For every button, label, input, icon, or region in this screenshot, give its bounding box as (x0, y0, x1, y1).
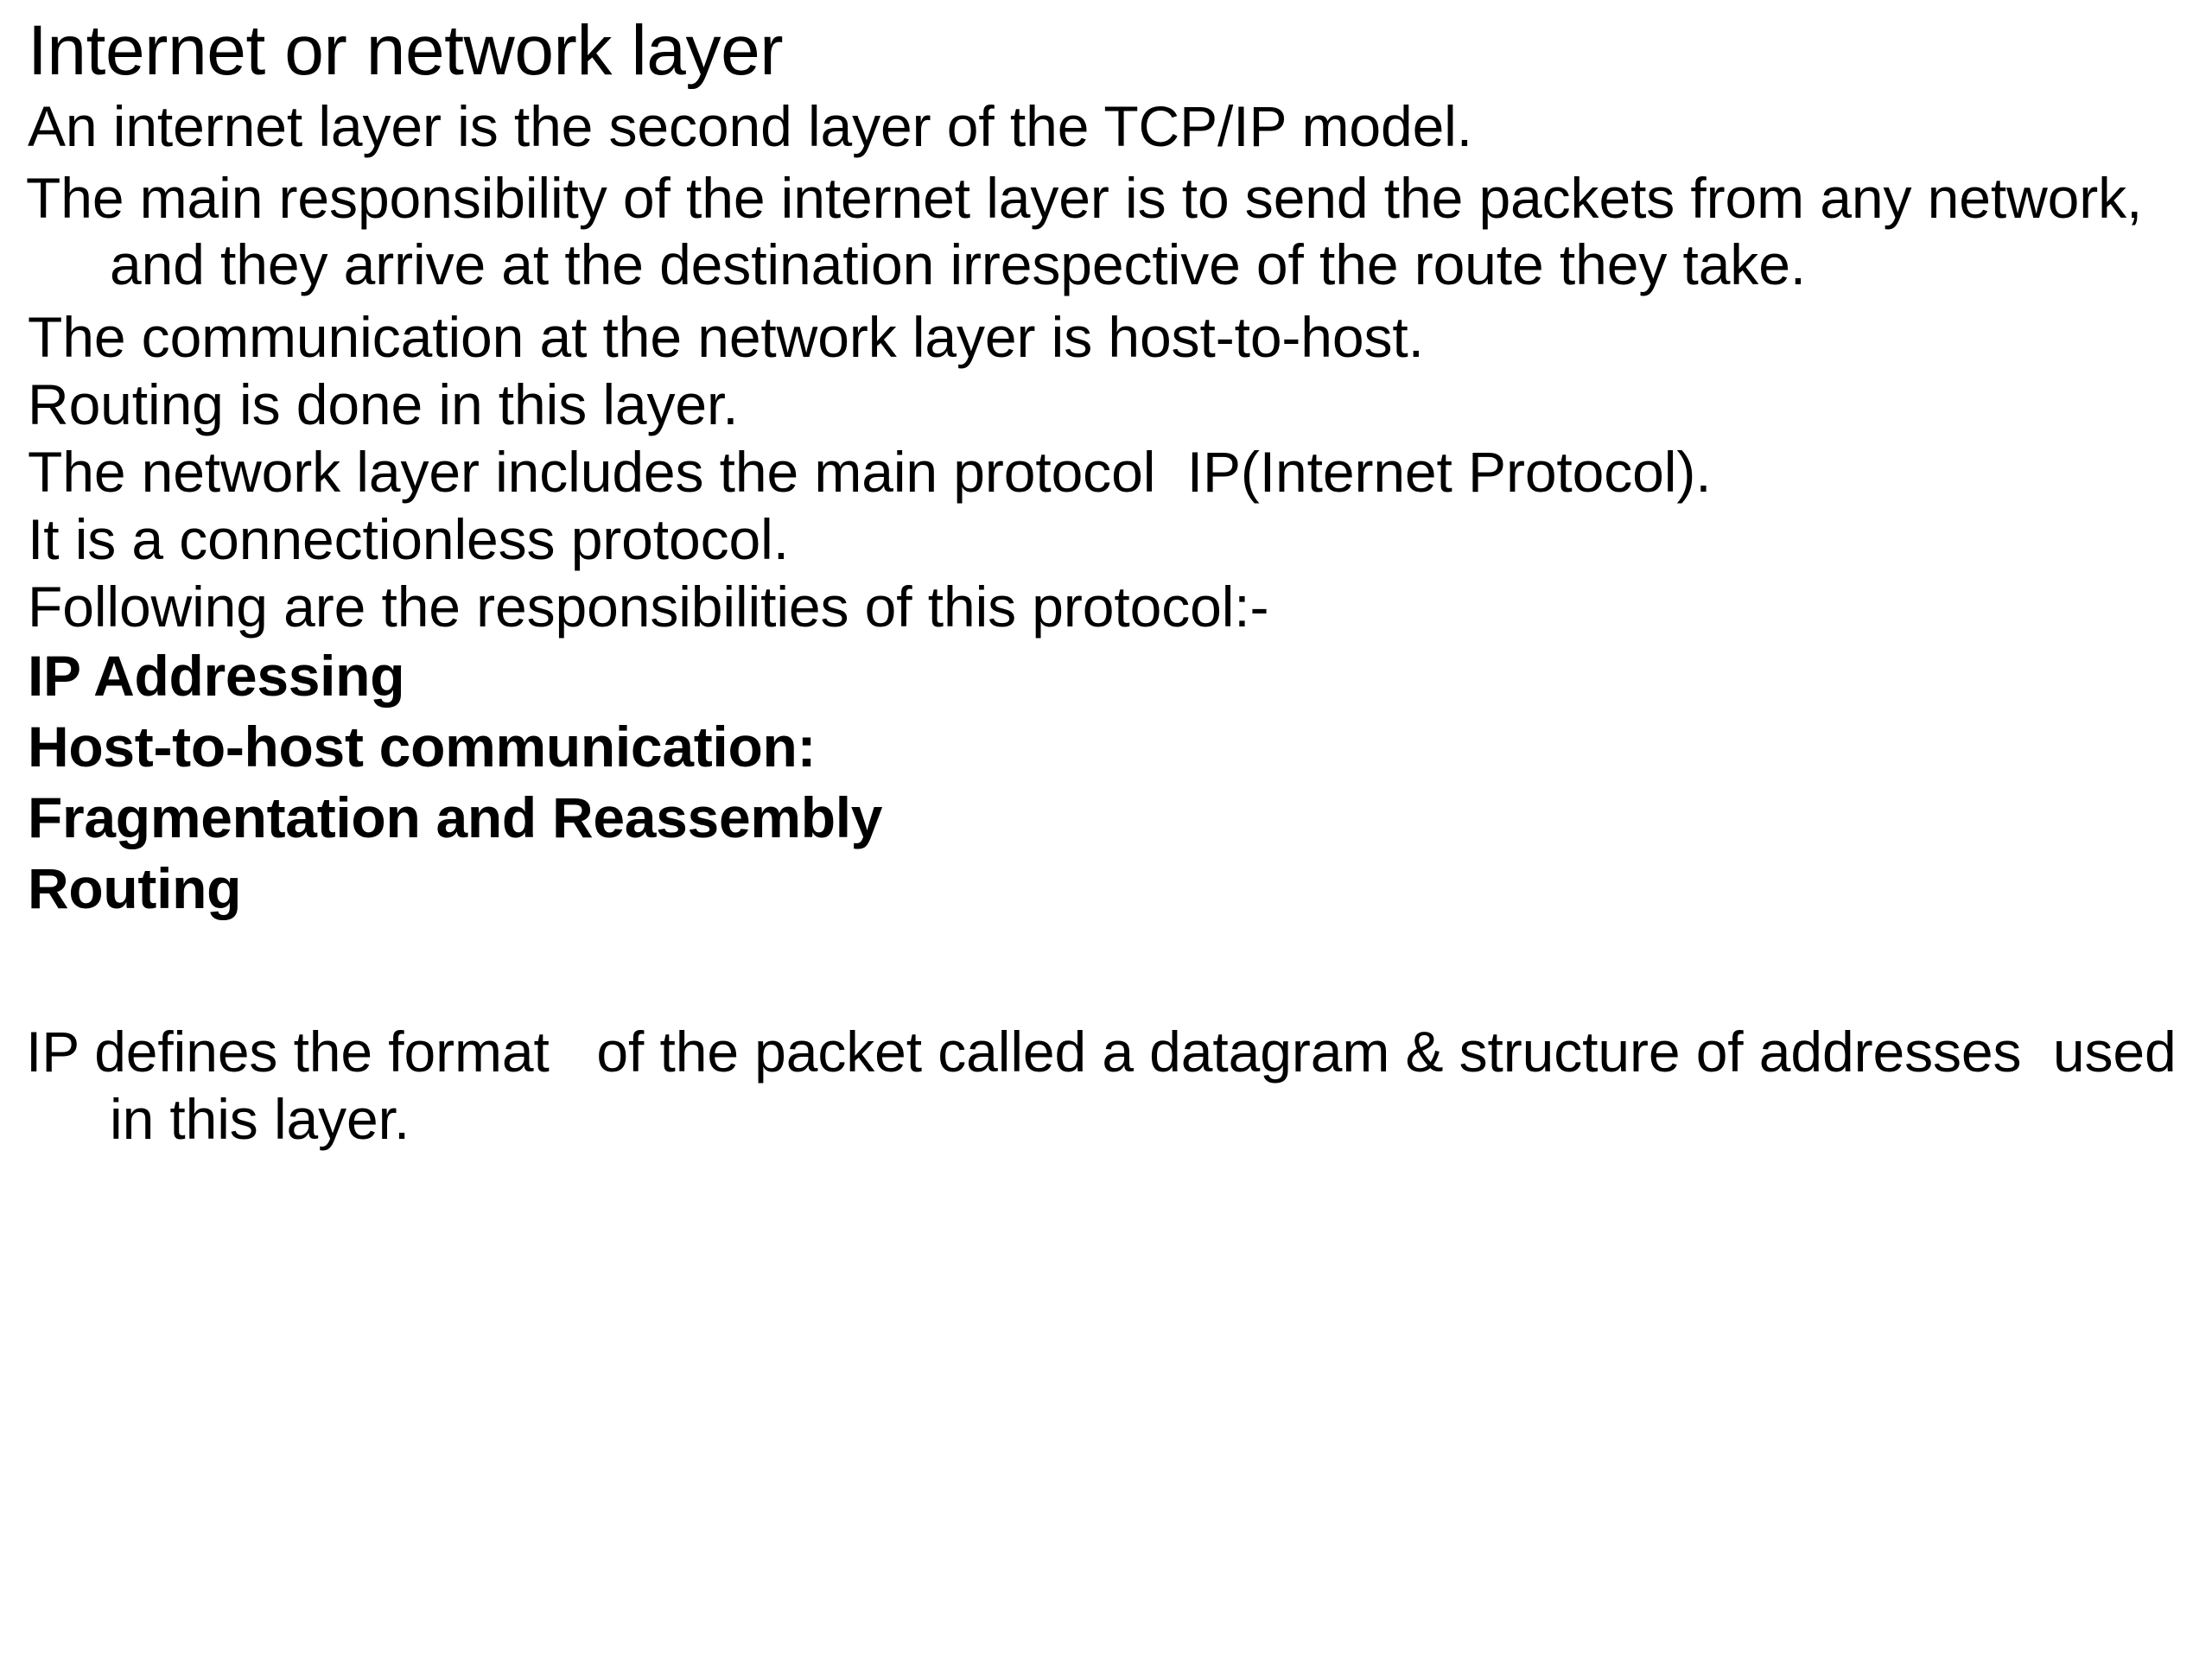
slide-body: An internet layer is the second layer of… (21, 89, 2191, 1153)
paragraph-spacer (26, 917, 2191, 1019)
body-paragraph-main-protocol: The network layer includes the main prot… (28, 440, 1712, 505)
page-title: Internet or network layer (28, 11, 784, 90)
responsibility-item-ip-addressing: IP Addressing (28, 644, 405, 709)
body-paragraph-responsibilities-intro: Following are the responsibilities of th… (28, 575, 1269, 639)
responsibility-item-fragmentation-reassembly: Fragmentation and Reassembly (28, 785, 883, 850)
body-paragraph-ip-defines-format: IP defines the format of the packet call… (26, 1020, 2192, 1151)
body-paragraph-host-to-host: The communication at the network layer i… (28, 305, 1424, 370)
responsibility-item-routing: Routing (28, 856, 242, 921)
body-paragraph-connectionless: It is a connectionless protocol. (28, 507, 789, 572)
responsibility-item-host-to-host-communication: Host-to-host communication: (28, 715, 817, 779)
body-paragraph-main-responsibility: The main responsibility of the internet … (26, 165, 2158, 297)
body-paragraph-second-layer: An internet layer is the second layer of… (28, 93, 1472, 158)
body-paragraph-routing-done: Routing is done in this layer. (28, 372, 739, 437)
